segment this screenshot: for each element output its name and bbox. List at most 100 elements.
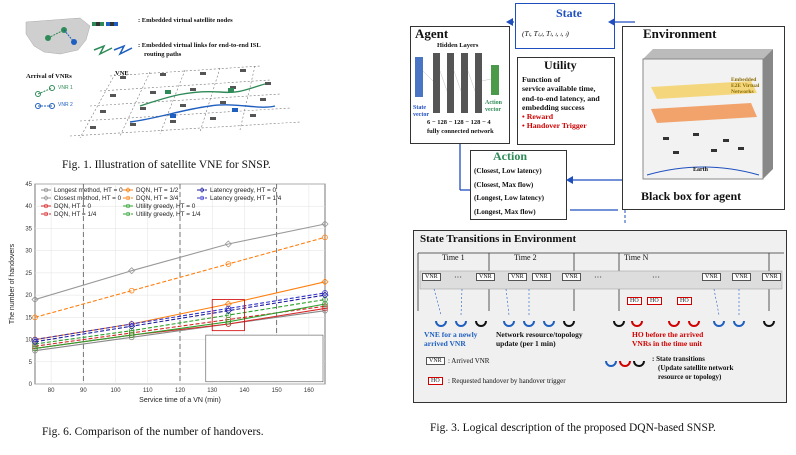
link-icon: [113, 44, 133, 56]
action-title: Action: [493, 149, 527, 163]
x-tick-label: 140: [239, 388, 250, 394]
y-tick-label: 30: [25, 249, 32, 255]
ho-before-2: VNRs in the time unit: [632, 338, 703, 348]
legend-label: DQN, HT = 0: [54, 203, 91, 210]
vnr-box: VNR: [762, 273, 781, 281]
vne-new-1: VNE for a newly: [424, 330, 478, 339]
state-formula: (Tₗ, Tₗ,ₗ, Tₗ, ₗ, ₗ, ₗ): [522, 29, 569, 38]
data-point: [322, 290, 328, 296]
data-point: [128, 267, 136, 275]
time1-label: Time 1: [442, 253, 465, 262]
vnr2-graph: [35, 103, 55, 109]
legend-label: DQN, HT = 3/4: [136, 195, 179, 202]
data-point: [225, 305, 232, 312]
vnr-box: VNR: [732, 273, 751, 281]
data-point: [31, 295, 39, 304]
us-map: [25, 17, 91, 55]
legend-links-label-1: : Embedded virtual links for end-to-end …: [138, 42, 261, 49]
state-title: State: [556, 6, 582, 20]
black-box-label: Black box for agent: [641, 189, 742, 203]
legend-label: Utility greedy, HT = 1/4: [136, 211, 201, 218]
vne-label: VNE: [115, 70, 129, 77]
fig6-caption: Fig. 6. Comparison of the number of hand…: [42, 426, 264, 438]
utility-desc-4: embedding success: [522, 102, 585, 112]
flow-arrows: [459, 18, 635, 225]
embedded-e2e-3: Networks: [731, 89, 754, 95]
vne-new-2: arrived VNR: [424, 338, 466, 348]
x-tick-label: 120: [175, 388, 186, 394]
legend-vnr-box: VNR: [426, 357, 445, 365]
isl-route-green: [139, 83, 266, 107]
vnr-box: VNR: [562, 273, 581, 281]
handover-trigger-label: Handover Trigger: [526, 121, 587, 131]
legend-arrived-vnr: : Arrived VNR: [448, 357, 490, 365]
data-point: [32, 336, 38, 343]
action-item: (Closest, Max flow): [474, 180, 534, 189]
timeN-label: Time N: [624, 253, 649, 262]
action-item: (Closest, Low latency): [474, 167, 542, 175]
vnr1-label: VNR 1: [58, 85, 73, 91]
y-tick-label: 25: [25, 271, 32, 277]
legend-label: DQN, HT = 1/2: [136, 187, 179, 194]
data-point: [224, 300, 232, 308]
net-desc: fully connected network: [427, 128, 494, 135]
vnr2-label: VNR 2: [58, 102, 73, 108]
action-vector-label: Action vector: [485, 100, 502, 113]
legend-label: Closest method, HT = 0: [54, 195, 122, 202]
x-tick-label: 130: [207, 388, 218, 394]
x-tick-label: 90: [80, 388, 87, 394]
environment-title: Environment: [643, 26, 717, 41]
hidden-layers-label: Hidden Layers: [437, 42, 479, 49]
reward-label: Reward: [526, 112, 554, 122]
data-point: [128, 287, 135, 294]
x-tick-label: 160: [304, 388, 315, 394]
utility-desc-3: end-to-end latency, and: [522, 93, 600, 103]
net-update-2: update (per 1 min): [496, 338, 556, 348]
vnr-box: VNR: [476, 273, 495, 281]
satellite-icon: [92, 22, 104, 26]
legend-marker: [125, 195, 131, 201]
environment-cube: [642, 49, 773, 180]
inset-box: [205, 334, 324, 383]
data-point: [128, 321, 135, 327]
legend-label: DQN, HT = 1/4: [54, 211, 97, 218]
legend-marker: [43, 211, 49, 217]
legend-transition-icons: [605, 360, 645, 367]
action-item: (Longest, Max flow): [474, 207, 536, 216]
legend-marker: [199, 195, 205, 201]
link-icon: [93, 44, 113, 56]
data-point: [128, 327, 135, 334]
data-point: [224, 240, 232, 248]
vnr-box: VNR: [422, 273, 441, 281]
utility-title: Utility: [544, 58, 577, 72]
x-tick-label: 80: [48, 388, 55, 394]
environment-box: Environment Embedded E2E Virtual Network…: [622, 26, 785, 210]
ho-box: HO: [647, 297, 662, 305]
y-tick-label: 35: [25, 226, 32, 232]
ellipsis: ···: [652, 273, 660, 282]
time2-label: Time 2: [514, 253, 537, 262]
legend-marker: [43, 187, 49, 193]
vnr-box: VNR: [532, 273, 551, 281]
legend-marker: [125, 187, 131, 193]
y-tick-label: 40: [25, 204, 32, 210]
vnr-box: VNR: [508, 273, 527, 281]
legend-label: Latency greedy, HT = 0: [210, 187, 276, 194]
series-line: [34, 299, 326, 345]
utility-box: Utility Function of service available ti…: [517, 57, 615, 145]
ho-box: HO: [627, 297, 642, 305]
data-point: [321, 278, 329, 286]
state-box: State (Tₗ, Tₗ,ₗ, Tₗ, ₗ, ₗ, ₗ): [515, 3, 615, 49]
vnr1-graph: [35, 85, 55, 97]
x-tick-label: 100: [111, 388, 122, 394]
data-point: [322, 296, 328, 303]
state-trans-2: (Update satellite network: [658, 364, 734, 372]
utility-desc-2: service available time,: [522, 84, 596, 94]
fig1-panel: : Embedded virtual satellite nodes : Emb…: [20, 6, 320, 154]
data-point: [322, 234, 328, 241]
data-point: [322, 303, 328, 310]
legend-nodes-label: : Embedded virtual satellite nodes: [138, 17, 233, 24]
